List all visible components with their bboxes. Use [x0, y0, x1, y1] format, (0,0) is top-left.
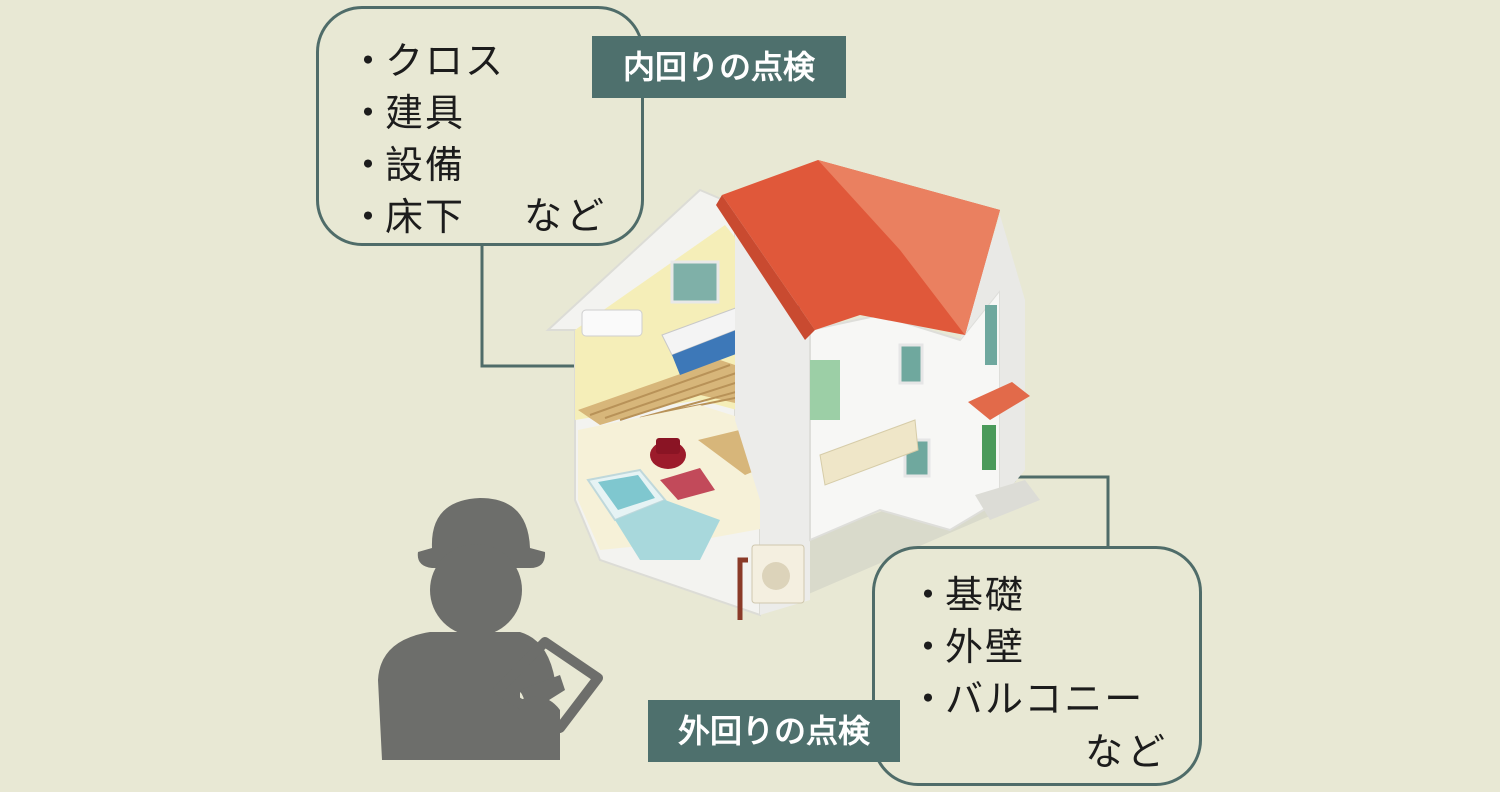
kitchen-window — [670, 260, 720, 304]
toilet-floor — [660, 468, 715, 500]
exterior-callout: ・基礎 ・外壁 ・バルコニー など — [872, 546, 1202, 786]
roof-highlight — [818, 160, 1000, 335]
entrance-canopy — [968, 382, 1030, 420]
interior-inspection-label: 内回りの点検 — [592, 36, 846, 98]
bathroom-floor — [615, 500, 720, 560]
exterior-item: ・バルコニー — [909, 677, 1145, 721]
interior-connector-line — [480, 245, 590, 368]
inspector-illustration — [378, 498, 603, 760]
exterior-connector-line — [1010, 475, 1110, 548]
interior-item: ・床下 — [349, 195, 466, 239]
interior-item: ・クロス — [349, 39, 506, 83]
exterior-item: ・基礎 — [909, 573, 1026, 617]
exterior-etc: など — [1085, 730, 1170, 774]
air-conditioner — [581, 309, 643, 337]
interior-callout: ・クロス ・建具 ・設備 ・床下 など — [316, 6, 644, 246]
roof-edge — [716, 195, 815, 340]
green-wall-panel — [810, 360, 840, 420]
interior-item: ・設備 — [349, 143, 466, 187]
interior-item: ・建具 — [349, 91, 466, 135]
right-window-side — [985, 305, 997, 365]
right-window-upper — [898, 343, 924, 385]
exterior-item: ・外壁 — [909, 625, 1026, 669]
exterior-item-list: ・基礎 ・外壁 ・バルコニー — [909, 569, 1144, 725]
interior-etc: など — [524, 194, 609, 238]
balcony — [819, 419, 919, 486]
interior-item-list: ・クロス ・建具 ・設備 ・床下 — [349, 35, 505, 243]
drain-pipe — [737, 557, 748, 620]
house-gable — [960, 215, 1025, 500]
entrance-steps — [975, 480, 1040, 520]
entrance-door — [982, 425, 996, 470]
exterior-inspection-label: 外回りの点検 — [648, 700, 900, 762]
